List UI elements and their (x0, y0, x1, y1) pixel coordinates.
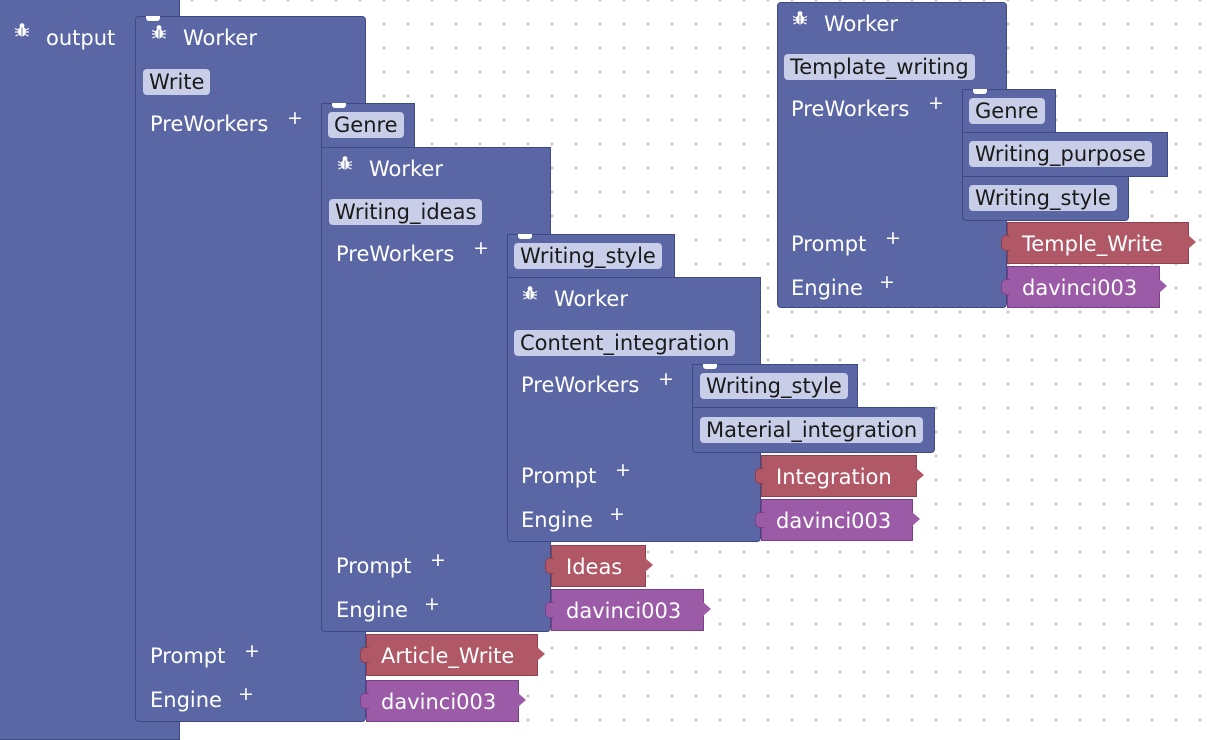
prompt-label: Prompt (336, 554, 412, 578)
bug-icon (14, 22, 30, 38)
bug-icon (151, 24, 167, 40)
bug-icon (792, 10, 808, 26)
engine-label: Engine (521, 508, 593, 532)
material-integration-ref-field[interactable]: Material_integration (700, 417, 924, 443)
writing-style-ref-field[interactable]: Writing_style (700, 373, 848, 399)
add-engine-button[interactable]: + (238, 683, 254, 705)
bug-icon (522, 285, 538, 301)
genre-ref-field[interactable]: Genre (969, 98, 1045, 124)
worker-title: Worker (183, 26, 257, 50)
preworkers-label: PreWorkers (791, 97, 910, 121)
engine-value-block[interactable]: davinci003 (545, 589, 711, 631)
worker-name-field[interactable]: Content_integration (514, 330, 736, 356)
worker-title: Worker (554, 287, 628, 311)
bug-icon (337, 155, 353, 171)
engine-value-block[interactable]: davinci003 (1001, 266, 1167, 308)
worker-name-field[interactable]: Template_writing (784, 54, 975, 80)
preworkers-label: PreWorkers (150, 112, 269, 136)
prompt-value-block[interactable]: Integration (755, 455, 924, 497)
add-prompt-button[interactable]: + (885, 227, 901, 249)
add-preworker-button[interactable]: + (287, 107, 303, 129)
add-engine-button[interactable]: + (424, 593, 440, 615)
add-preworker-button[interactable]: + (473, 237, 489, 259)
writing-style-ref-field[interactable]: Writing_style (969, 185, 1117, 211)
engine-value-block[interactable]: davinci003 (360, 680, 526, 722)
prompt-value-block[interactable]: Article_Write (360, 634, 545, 676)
worker-title: Worker (824, 12, 898, 36)
add-prompt-button[interactable]: + (615, 459, 631, 481)
prompt-label: Prompt (521, 464, 597, 488)
engine-label: Engine (336, 598, 408, 622)
engine-value-block[interactable]: davinci003 (755, 499, 920, 541)
engine-label: Engine (791, 276, 863, 300)
genre-ref-field[interactable]: Genre (328, 112, 404, 138)
prompt-value-block[interactable]: Temple_Write (1001, 222, 1196, 264)
add-prompt-button[interactable]: + (244, 640, 260, 662)
prompt-label: Prompt (791, 232, 867, 256)
output-label: output (46, 26, 116, 50)
add-preworker-button[interactable]: + (928, 92, 944, 114)
add-engine-button[interactable]: + (609, 503, 625, 525)
prompt-label: Prompt (150, 644, 226, 668)
worker-name-field[interactable]: Writing_ideas (329, 199, 483, 225)
worker-name-field[interactable]: Write (143, 69, 211, 95)
preworkers-label: PreWorkers (521, 373, 640, 397)
writing-purpose-ref-field[interactable]: Writing_purpose (969, 141, 1152, 167)
prompt-value-block[interactable]: Ideas (545, 545, 653, 587)
preworkers-label: PreWorkers (336, 242, 455, 266)
writing-style-ref-field[interactable]: Writing_style (514, 243, 662, 269)
worker-title: Worker (369, 157, 443, 181)
add-engine-button[interactable]: + (879, 271, 895, 293)
add-preworker-button[interactable]: + (658, 368, 674, 390)
engine-label: Engine (150, 688, 222, 712)
add-prompt-button[interactable]: + (430, 549, 446, 571)
